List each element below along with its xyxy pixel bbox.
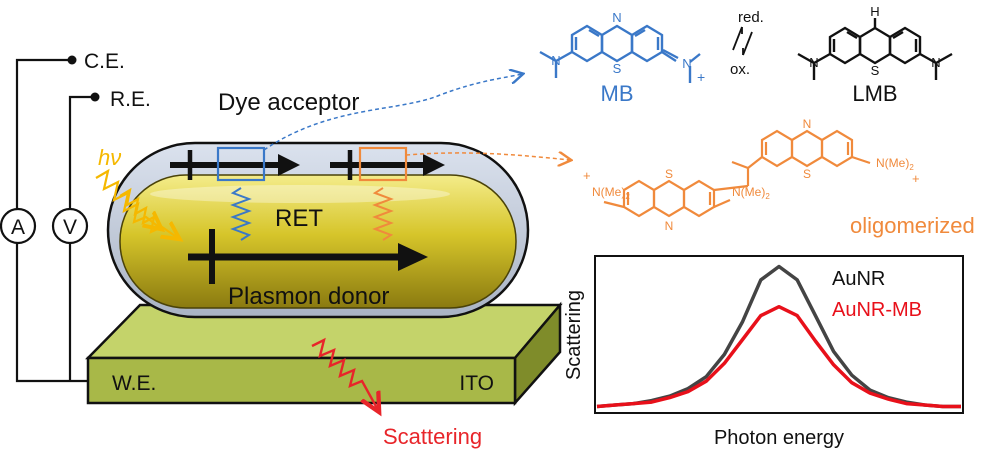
- mb-connector-arrow: [263, 74, 522, 151]
- re-wire: [68, 95, 95, 381]
- incident-light: hν: [95, 145, 178, 238]
- dye-acceptor-label: Dye acceptor: [218, 89, 359, 116]
- oligo-connector-arrow: [405, 153, 570, 160]
- ito-label: ITO: [459, 372, 494, 395]
- we-label: W.E.: [112, 372, 156, 395]
- light-label: hν: [98, 145, 121, 170]
- lmb-label: LMB: [852, 81, 897, 106]
- chart-frame: [594, 255, 964, 414]
- scattering-label: Scattering: [383, 424, 482, 449]
- mb-s-atom: S: [613, 61, 622, 76]
- oligo-charge-right: +: [912, 171, 920, 186]
- mb-n-atom: N: [612, 10, 621, 25]
- oligo-charge-left: +: [583, 168, 591, 183]
- ret-label: RET: [275, 205, 323, 232]
- ret-spring-orange: [372, 187, 394, 241]
- oligo-nme2-left: N(Me)2: [592, 185, 630, 201]
- mb-n-right: N: [682, 56, 691, 71]
- dye-dipole-blue: [170, 146, 300, 182]
- ox-label: ox.: [730, 61, 750, 78]
- mb-n-left: N: [551, 53, 560, 68]
- series-line-aunr-mb: [596, 304, 961, 409]
- chart-ylabel: Scattering: [563, 290, 585, 380]
- re-label: R.E.: [110, 88, 151, 111]
- ammeter-label: A: [11, 216, 25, 239]
- ce-label: C.E.: [84, 50, 125, 73]
- oligo-s-top: S: [803, 167, 811, 181]
- re-terminal-dot: [90, 92, 100, 102]
- voltmeter-label: V: [63, 216, 77, 239]
- plasmon-donor-label: Plasmon donor: [228, 283, 389, 310]
- chart-series-group: [596, 264, 961, 409]
- oligo-nme2-mid: N(Me)2: [732, 185, 770, 201]
- oligo-n-bottom: N: [665, 219, 674, 233]
- oligo-nme2-right: N(Me)2: [876, 156, 914, 172]
- lmb-h-atom: H: [870, 4, 879, 19]
- ce-terminal-dot: [67, 55, 77, 65]
- mb-label: MB: [601, 81, 634, 106]
- oligo-dye-box: [358, 146, 408, 182]
- ammeter-symbol: A: [0, 207, 37, 245]
- legend-entry-aunr-mb: AuNR-MB: [832, 299, 922, 321]
- plasmon-dipole: [188, 229, 428, 284]
- gold-core: [119, 174, 517, 309]
- scattering-chart: Scattering Photon energy AuNR AuNR-MB: [563, 255, 964, 449]
- mb-charge: +: [697, 69, 705, 85]
- lmb-n-left: N: [809, 55, 818, 70]
- lmb-s-atom: S: [871, 63, 880, 78]
- chart-legend: AuNR AuNR-MB: [832, 268, 922, 321]
- oligo-n-top: N: [803, 117, 812, 131]
- mb-dye-box: [216, 146, 266, 182]
- lmb-n-right: N: [931, 55, 940, 70]
- oligo-label: oligomerized: [850, 213, 975, 238]
- redox-equilibrium: red. ox.: [730, 9, 764, 78]
- red-label: red.: [738, 9, 764, 26]
- scattered-light: Scattering: [311, 337, 482, 449]
- legend-entry-aunr: AuNR: [832, 268, 885, 290]
- voltmeter-symbol: V: [51, 207, 89, 245]
- oligo-molecule: [603, 129, 871, 218]
- circuit: C.E. R.E. A V: [0, 50, 151, 386]
- ret-spring-blue: [230, 187, 252, 241]
- mb-molecule: [539, 24, 701, 83]
- oligo-s-bottom: S: [665, 167, 673, 181]
- dye-dipole-orange: [330, 146, 445, 182]
- chart-xlabel: Photon energy: [714, 427, 844, 449]
- lmb-molecule: [797, 18, 953, 80]
